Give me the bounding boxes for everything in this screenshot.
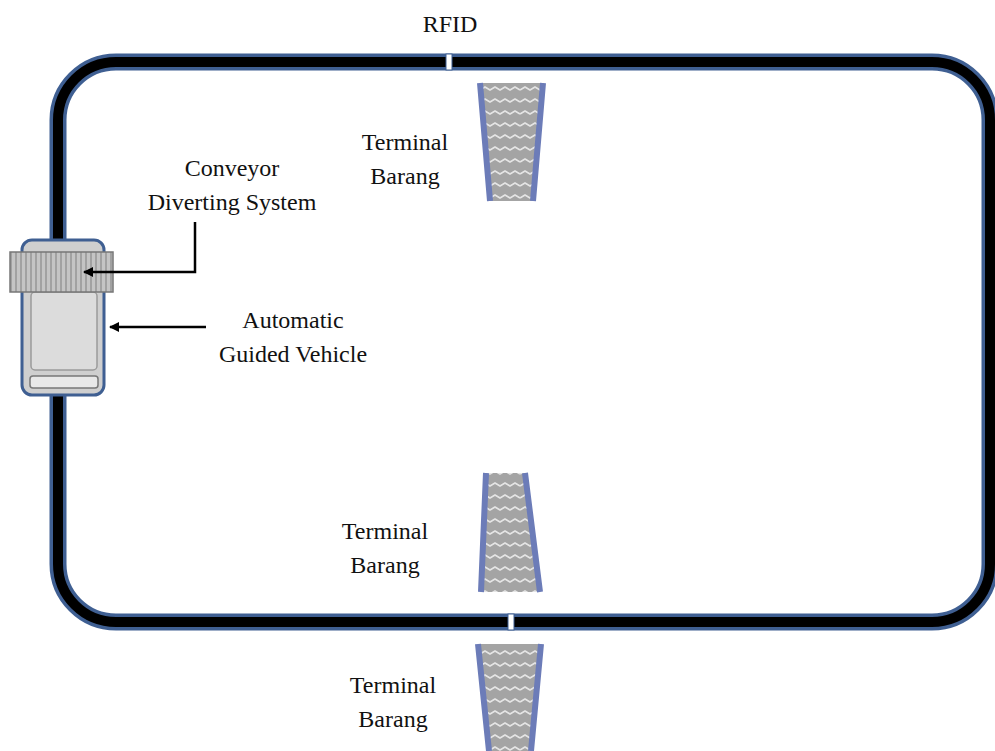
terminal-label: Terminal Barang [348, 126, 463, 193]
track [58, 62, 990, 622]
rfid-tag [508, 614, 514, 630]
rfid-label: RFID [405, 8, 495, 42]
part-label: Conveyor Diverting System [141, 152, 323, 219]
terminal-label: Terminal Barang [336, 669, 451, 736]
part-label: Automatic Guided Vehicle [209, 304, 377, 371]
track-outline [58, 62, 990, 622]
rfid-tag [446, 54, 452, 70]
leader-arrow [110, 326, 206, 329]
terminal-label: Terminal Barang [328, 515, 443, 582]
conveyor-terminal [480, 83, 543, 201]
leader-arrow [84, 222, 195, 272]
conveyor-terminal [481, 473, 540, 592]
conveyor-terminal [478, 644, 541, 751]
